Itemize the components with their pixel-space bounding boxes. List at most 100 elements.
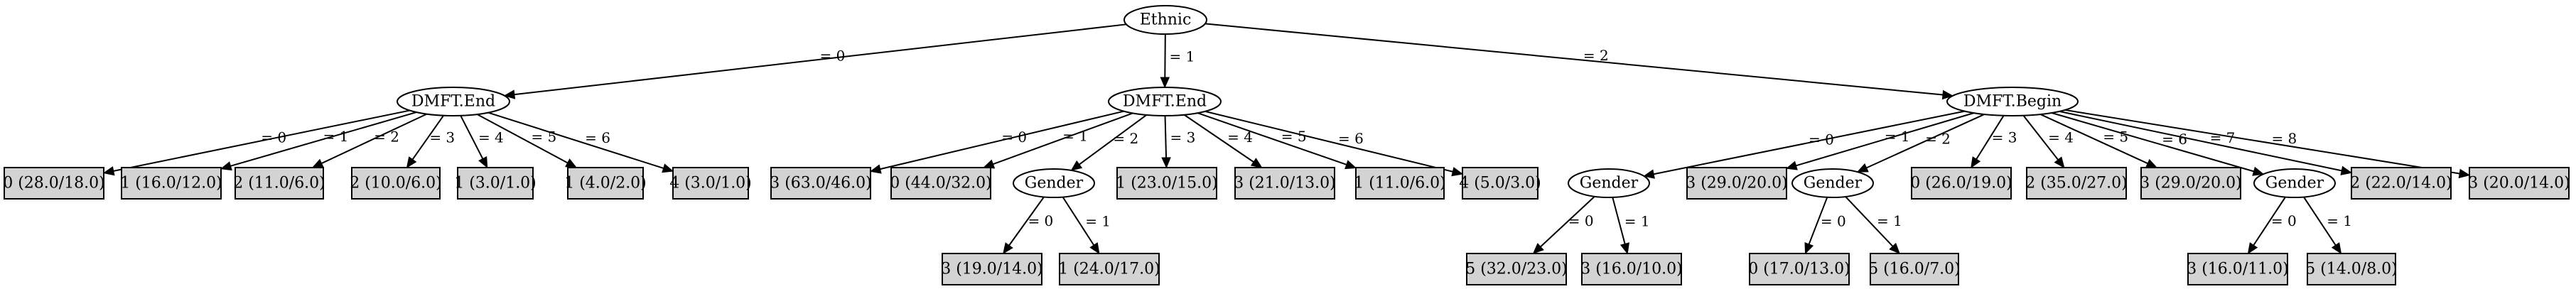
edge-line: [1183, 114, 1254, 163]
edge-label: = 1: [1885, 128, 1910, 145]
edge-line: [321, 113, 427, 164]
edge-label: = 0: [1809, 131, 1834, 148]
edge-line: [2040, 114, 2148, 165]
split-node-ethnic: Ethnic: [1123, 5, 1207, 35]
edge: = 2: [1070, 114, 1147, 171]
edge-label: = 7: [2210, 129, 2236, 146]
node-label: 1 (24.0/17.0): [1058, 261, 1160, 278]
edge: = 2: [1856, 114, 1985, 173]
edge: = 0: [869, 110, 1124, 174]
edge: = 4: [460, 115, 504, 169]
node-label: 3 (21.0/13.0): [1234, 175, 1336, 192]
edge-line: [230, 111, 417, 167]
edge-label: = 1: [323, 128, 349, 145]
split-node-shape: [1946, 87, 2079, 116]
arrowhead: [1643, 169, 1655, 179]
arrowhead: [311, 158, 324, 168]
leaf-node-box: [770, 167, 871, 200]
leaf-node-box: [2026, 167, 2127, 200]
edge-label: = 0: [1568, 212, 1594, 229]
edge: = 1: [2303, 196, 2352, 255]
edge-line: [1062, 196, 1095, 246]
node-label: 0 (44.0/32.0): [890, 175, 992, 192]
edge: = 2: [311, 113, 427, 168]
leaf-node-box: [2187, 253, 2288, 285]
edge: = 1: [1845, 196, 1902, 254]
edge-label: = 1: [1877, 212, 1902, 229]
edge-line: [514, 23, 1127, 96]
leaf-node-box: [1749, 253, 1850, 285]
leaf-node-box: [1870, 253, 1959, 285]
arrowhead: [1804, 242, 1814, 255]
leaf-node-box: [1462, 167, 1538, 200]
edge-line: [2064, 109, 2460, 175]
edge: = 0: [1643, 110, 1965, 179]
edge: = 7: [2059, 110, 2353, 175]
edge: = 0: [1532, 195, 1595, 254]
leaf-node-4-5-0-3-0: 4 (5.0/3.0): [1459, 167, 1541, 200]
edge: = 4: [1183, 114, 1263, 168]
node-label: 3 (16.0/10.0): [1580, 261, 1683, 278]
edge-label: = 6: [1338, 130, 1364, 147]
split-node-gender: Gender: [2253, 168, 2336, 198]
edges-layer: = 0= 1= 2= 0= 1= 2= 3= 4= 5= 6= 0= 1= 2=…: [102, 23, 2471, 255]
node-label: 2 (11.0/6.0): [233, 175, 325, 192]
leaf-node-box: [567, 167, 644, 200]
leaf-node-box: [457, 167, 534, 200]
arrowhead: [662, 163, 674, 173]
leaf-node-3-19-0-14-0: 3 (19.0/14.0): [941, 253, 1043, 285]
arrowhead: [2340, 165, 2353, 175]
arrowhead: [1003, 242, 1013, 255]
node-label: 0 (28.0/18.0): [3, 175, 105, 192]
split-node-shape: [1013, 168, 1095, 198]
leaf-node-box: [2469, 167, 2570, 200]
leaf-node-0-17-0-13-0: 0 (17.0/13.0): [1748, 253, 1850, 285]
edge-line: [2059, 110, 2342, 172]
node-label: DMFT.Begin: [1963, 93, 2062, 111]
edge: = 3: [406, 115, 455, 169]
edge-line: [1008, 196, 1045, 246]
edge-label: = 3: [1170, 129, 1195, 146]
leaf-node-3-16-0-10-0: 3 (16.0/10.0): [1580, 253, 1683, 285]
leaf-node-box: [2307, 253, 2396, 285]
leaf-node-box: [672, 167, 749, 200]
edge-label: = 1: [1085, 212, 1111, 229]
node-label: 2 (10.0/6.0): [350, 175, 442, 192]
edge: = 3: [1161, 115, 1195, 169]
edge-line: [477, 114, 568, 164]
arrowhead: [1070, 160, 1083, 171]
edge-label: = 3: [429, 129, 455, 146]
edge-line: [2303, 196, 2337, 246]
node-label: 4 (3.0/1.0): [669, 175, 752, 192]
edge-label: = 8: [2271, 130, 2297, 147]
node-label: 1 (16.0/12.0): [120, 175, 222, 192]
arrowhead: [2145, 158, 2158, 168]
edge-line: [1653, 110, 1965, 175]
split-node-dmft-end: DMFT.End: [397, 87, 510, 116]
node-label: 5 (32.0/23.0): [1465, 261, 1568, 278]
edge-line: [1612, 197, 1626, 244]
node-label: 3 (20.0/14.0): [2468, 175, 2570, 192]
edge-label: = 2: [374, 128, 399, 145]
edge: = 0: [1003, 196, 1053, 255]
arrowhead: [1161, 157, 1171, 169]
leaf-node-0-28-0-18-0: 0 (28.0/18.0): [3, 167, 105, 200]
edge: = 5: [2040, 114, 2158, 168]
leaf-node-5-14-0-8-0: 5 (14.0/8.0): [2305, 253, 2398, 285]
node-label: 2 (22.0/14.0): [2350, 175, 2452, 192]
edge-line: [113, 109, 410, 172]
split-node-dmft-end: DMFT.End: [1108, 87, 1222, 116]
edge-label: = 2: [1113, 130, 1138, 147]
node-label: DMFT.End: [411, 93, 495, 111]
leaf-node-box: [1116, 167, 1217, 200]
edge-label: = 3: [1992, 129, 2017, 146]
leaf-node-box: [4, 167, 104, 200]
arrowhead: [1889, 242, 1900, 254]
leaf-node-3-20-0-14-0: 3 (20.0/14.0): [2468, 167, 2570, 200]
arrowhead: [1532, 243, 1544, 254]
edge: = 0: [2247, 196, 2297, 255]
edge-label: = 0: [1001, 129, 1027, 146]
edge-line: [411, 115, 444, 160]
leaf-node-3-29-0-20-0: 3 (29.0/20.0): [2140, 167, 2242, 200]
arrowhead: [2252, 166, 2265, 176]
